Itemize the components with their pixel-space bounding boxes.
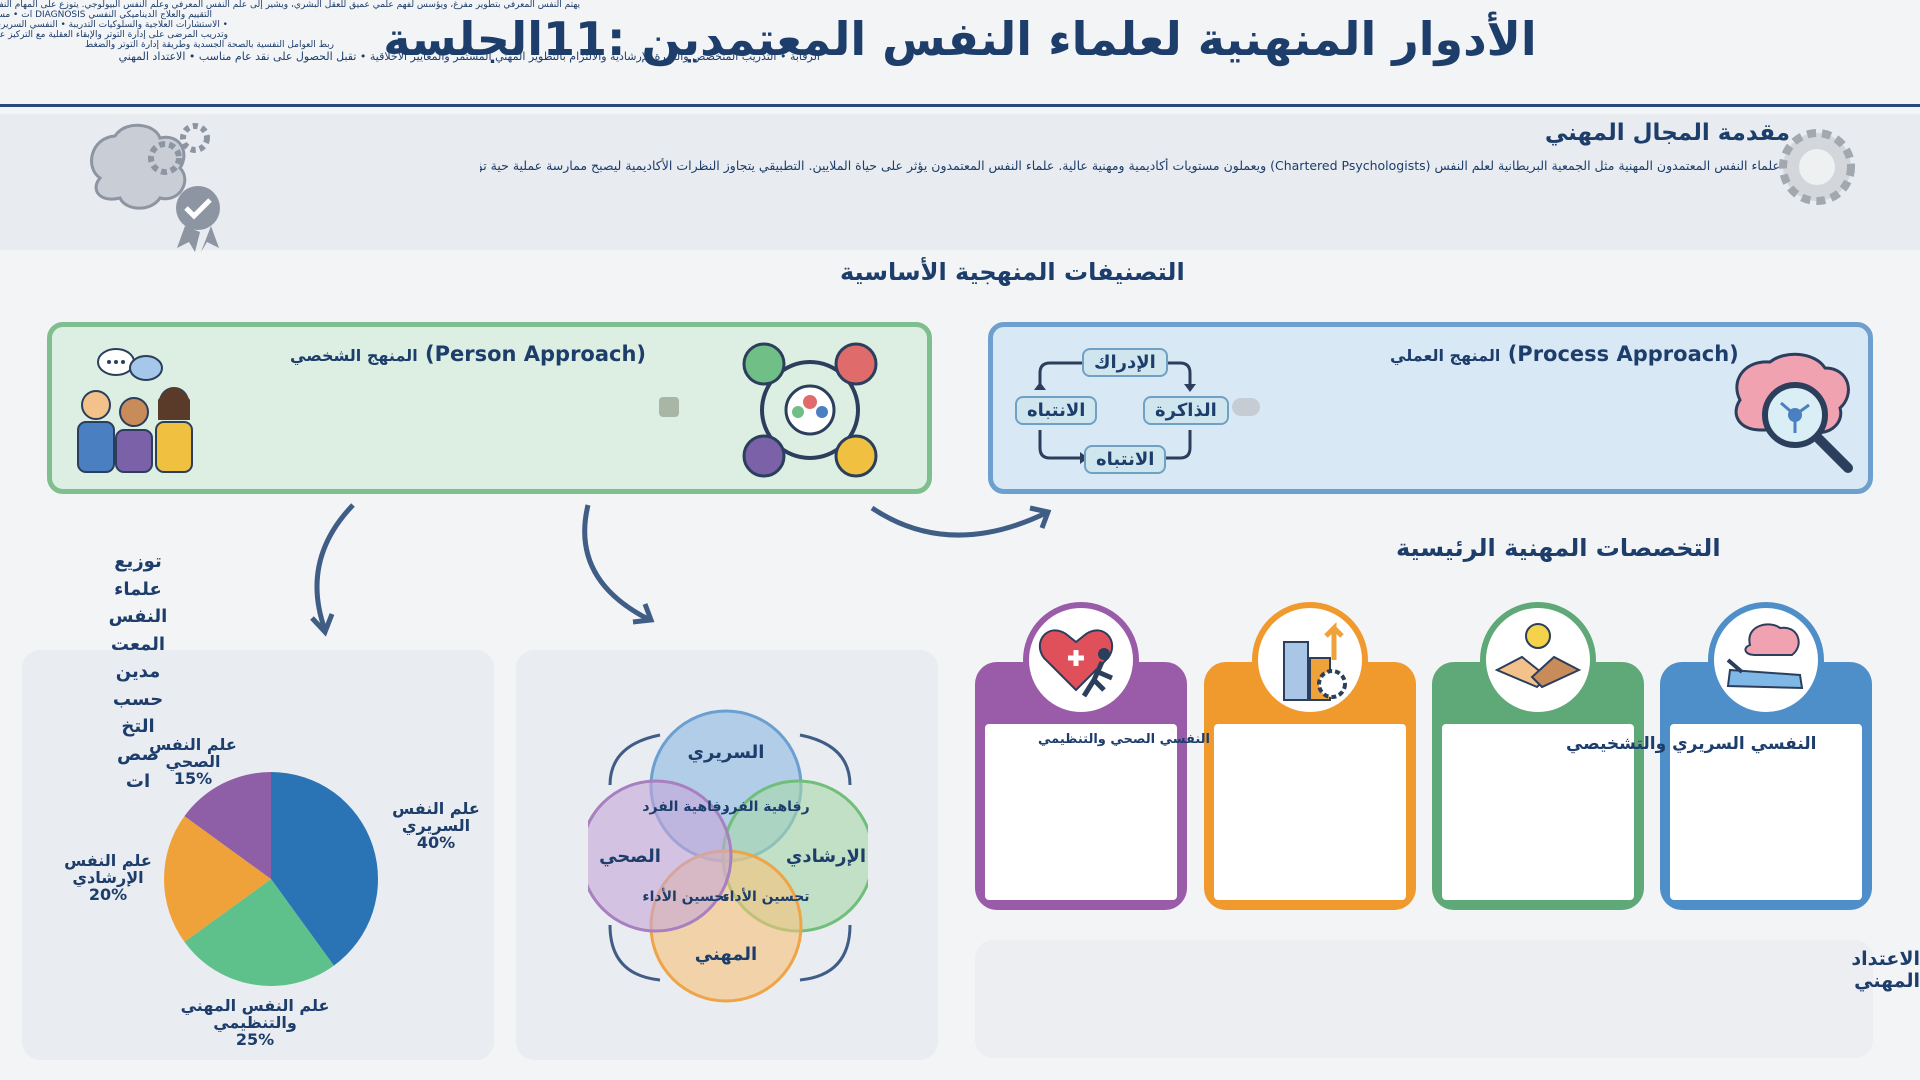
pie-label-occupational: علم النفس المهني والتنظيمي 25% <box>140 997 370 1048</box>
handshake-icon <box>1494 623 1582 689</box>
person-approach-title: المنهج الشخصي (Person Approach) <box>290 342 646 366</box>
pie-label-name: علم النفس السريري <box>392 799 480 835</box>
venn-label-health: الصحي <box>599 846 661 867</box>
methods-title: التصنيفات المنهجية الأساسية <box>840 258 1185 286</box>
intro-title: مقدمة المجال المهني <box>1544 120 1790 146</box>
small-badge-icon <box>659 397 679 417</box>
spec-text-clinical: التقييم والعلاج الديناميكي النفسي DIAGNO… <box>0 10 212 20</box>
spec-label-clinical: النفسي السريري والتشخيصي <box>1566 734 1817 754</box>
brain-couch-icon <box>1726 623 1804 690</box>
venn-overlap-4: تحسين الأداء <box>722 888 809 905</box>
spec-card-health <box>975 602 1187 910</box>
venn-overlap-1: رفاهية الفرد <box>642 799 729 815</box>
venn-overlap-3: تحسين الأداء <box>642 888 729 905</box>
training-title: الاعتداد المهني <box>1851 948 1920 992</box>
person-approach-title-ar: المنهج الشخصي <box>290 346 418 365</box>
pie-label-clinical: علم النفس السريري 40% <box>386 800 486 851</box>
pie-label-name: علم النفس الإرشادي <box>64 851 152 887</box>
pie-label-pct: 25% <box>235 1030 275 1049</box>
pie-label-name: علم النفس المهني والتنظيمي <box>180 996 330 1032</box>
pie-slice <box>164 816 271 942</box>
cycle-node-perception: الإدراك <box>1082 348 1168 377</box>
venn-label-counselling: الإرشادي <box>786 846 866 867</box>
city-gear-icon <box>1283 621 1347 701</box>
spec-card-circle <box>1708 602 1824 718</box>
pie-slice <box>184 879 334 986</box>
spec-card-body <box>1442 724 1634 900</box>
network-people-icon <box>742 342 878 478</box>
brain-magnifier-icon <box>1734 352 1853 473</box>
pie-slice <box>184 772 271 879</box>
process-approach-text: يهتم النفس المعرفي بتطوير مفرغ، ويؤسس لف… <box>0 0 580 10</box>
spec-label-health: النفسي الصحي والتنظيمي <box>1038 732 1210 747</box>
title-divider <box>0 104 1920 107</box>
pie-chart <box>164 772 378 986</box>
pie-title-line: مدين <box>115 661 161 682</box>
venn-diagram: السريري الإرشادي المهني الصحي رفاهية الف… <box>588 709 868 1003</box>
spec-card-clinical <box>1660 602 1872 910</box>
venn-label-occupational: المهني <box>695 944 757 965</box>
pie-label-pct: 40% <box>416 833 456 852</box>
team-icon <box>77 348 193 473</box>
pie-title-line: التخ <box>121 716 155 737</box>
specialties-title: التخصصات المهنية الرئيسية <box>1396 534 1721 562</box>
pie-title-line: توزيع <box>114 551 162 572</box>
heart-runner-icon <box>1038 629 1114 698</box>
intro-text: علماء النفس المعتمدون المهنية مثل الجمعي… <box>480 158 1780 173</box>
venn-overlap-2: رفاهية الفرد <box>722 799 809 815</box>
page-title: الأدوار المنهنية لعلماء النفس المعتمدين … <box>383 12 1537 66</box>
pie-slice <box>271 772 378 966</box>
spec-text-occupational: وتدريب المرضى على إدارة التوتر والإبقاء … <box>0 30 228 40</box>
pie-title-line: علماء <box>114 578 162 600</box>
pie-title-line: النفس <box>108 606 168 627</box>
person-approach-card <box>47 322 932 494</box>
pie-label-pct: 15% <box>173 769 213 788</box>
pie-title-line: حسب <box>112 688 164 710</box>
spec-card-body <box>1670 724 1862 900</box>
spec-card-circle <box>1480 602 1596 718</box>
training-text: الرقابة • التدريب المتخصص والخبرة الإرشا… <box>118 50 820 63</box>
pie-label-health: علم النفس الصحي 15% <box>128 736 258 787</box>
brain-gears-icon <box>90 123 220 252</box>
venn-label-clinical: السريري <box>688 742 765 763</box>
pie-title: توزيع علماء النفس المعت مدين حسب التخ صص… <box>105 548 171 796</box>
process-approach-title: المنهج العملي (Process Approach) <box>1390 342 1739 366</box>
pie-label-pct: 20% <box>88 885 128 904</box>
pie-label-name: علم النفس الصحي <box>149 735 237 771</box>
pie-label-counselling: علم النفس الإرشادي 20% <box>58 852 158 903</box>
process-approach-title-en: (Process Approach) <box>1507 342 1739 366</box>
venn-circle-health <box>588 779 733 933</box>
pie-title-line: صص <box>117 743 159 765</box>
process-cycle-arrows <box>1034 361 1196 464</box>
spec-text-health: ربط العوامل النفسية بالصحة الجسدية وطريق… <box>84 40 334 50</box>
training-panel <box>975 940 1873 1058</box>
gear-icon <box>1779 129 1855 205</box>
cycle-node-attention-bottom: الانتباه <box>1084 445 1167 474</box>
person-approach-title-en: (Person Approach) <box>424 342 647 366</box>
spec-card-counselling <box>1432 602 1644 910</box>
intro-panel <box>0 114 1920 250</box>
cycle-node-attention-left: الانتباه <box>1015 396 1098 425</box>
venn-cycle-arrows <box>608 733 852 982</box>
pie-title-line: المعت <box>110 633 166 655</box>
process-approach-title-ar: المنهج العملي <box>1390 346 1501 365</box>
pie-title-line: ات <box>125 771 151 792</box>
spec-card-body <box>985 724 1177 900</box>
small-gear-icon <box>1232 398 1260 416</box>
spec-card-body <box>1214 724 1406 900</box>
spec-text-counselling: • الاستشارات العلاجية والسلوكيات التدريب… <box>0 20 228 30</box>
cycle-node-memory: الذاكرة <box>1143 396 1229 425</box>
